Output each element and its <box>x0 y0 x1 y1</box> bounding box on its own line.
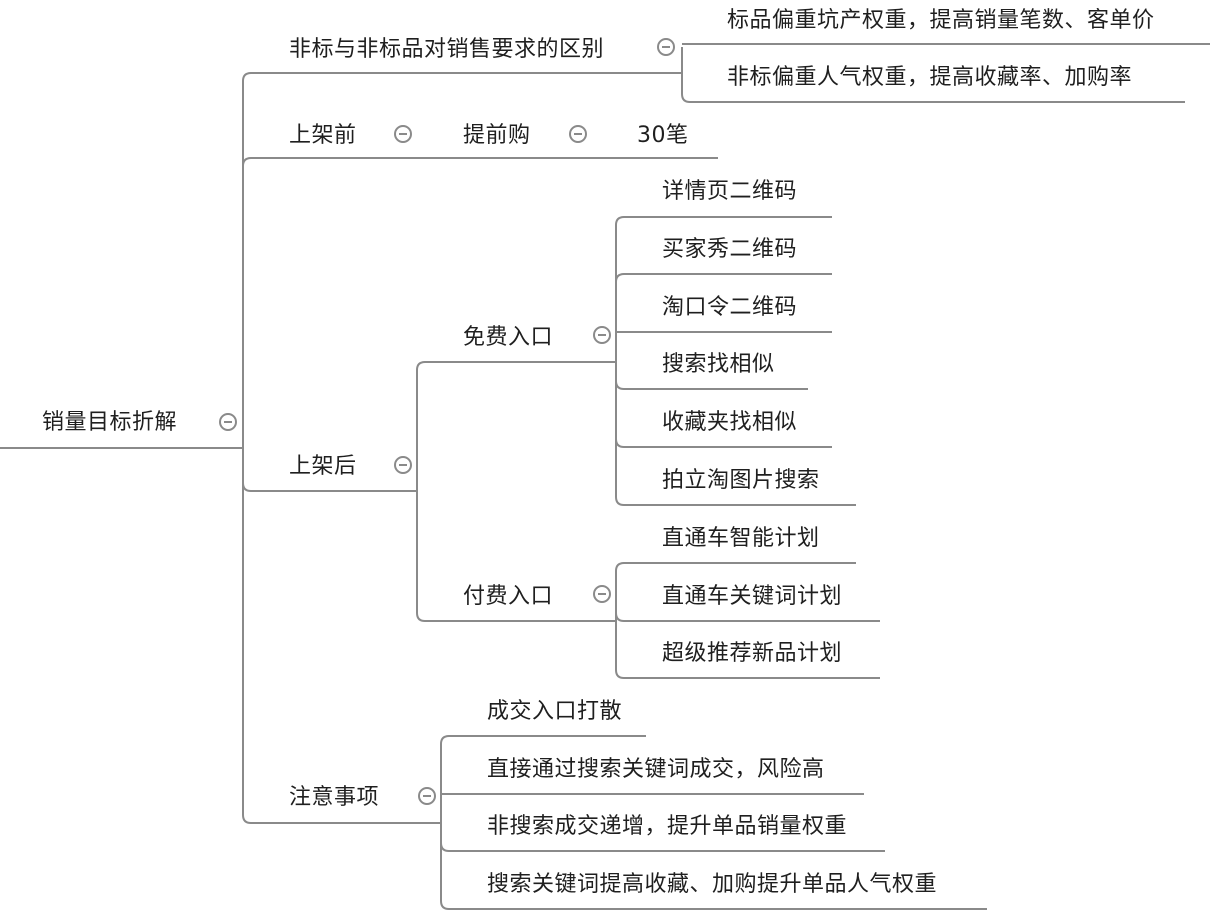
leaf-keyword-fav-cart[interactable]: 搜索关键词提高收藏、加购提升单品人气权重 <box>487 872 938 897</box>
branch-connector <box>440 796 987 910</box>
branch-connector <box>615 216 832 335</box>
node-presale-collapse-icon[interactable] <box>569 125 587 143</box>
leaf-nonstandard-weight[interactable]: 非标偏重人气权重，提高收藏率、加购率 <box>727 65 1133 90</box>
branch-after-listing[interactable]: 上架后 <box>289 454 357 479</box>
node-paid-entry[interactable]: 付费入口 <box>463 584 554 609</box>
branch-connector <box>242 72 682 448</box>
leaf-taokouling-qrcode[interactable]: 淘口令二维码 <box>662 295 798 320</box>
branch-connector <box>242 448 441 824</box>
branch-connector <box>440 735 646 796</box>
leaf-super-recommend-plan[interactable]: 超级推荐新品计划 <box>662 641 843 666</box>
leaf-direct-keyword-risk[interactable]: 直接通过搜索关键词成交，风险高 <box>487 757 825 782</box>
branch-before-collapse-icon[interactable] <box>394 125 412 143</box>
branch-notes[interactable]: 注意事项 <box>289 785 380 810</box>
root-node[interactable]: 销量目标折解 <box>42 410 178 435</box>
branch-connector <box>416 361 616 465</box>
leaf-nonsearch-increase[interactable]: 非搜索成交递增，提升单品销量权重 <box>487 814 848 839</box>
leaf-search-similar[interactable]: 搜索找相似 <box>662 352 775 377</box>
branch-connector <box>615 335 856 506</box>
branch-notes-collapse-icon[interactable] <box>418 787 436 805</box>
node-paid-collapse-icon[interactable] <box>593 585 611 603</box>
leaf-favorites-similar[interactable]: 收藏夹找相似 <box>662 410 798 435</box>
branch-connector <box>615 273 832 335</box>
node-presale[interactable]: 提前购 <box>463 123 531 148</box>
leaf-ztc-smart-plan[interactable]: 直通车智能计划 <box>662 526 820 551</box>
leaf-ztc-keyword-plan[interactable]: 直通车关键词计划 <box>662 584 843 609</box>
branch-connector <box>615 594 880 679</box>
branch-standard-collapse-icon[interactable] <box>657 38 675 56</box>
root-collapse-icon[interactable] <box>219 413 237 431</box>
leaf-30-orders[interactable]: 30笔 <box>637 123 689 148</box>
branch-connector <box>242 157 718 448</box>
leaf-detail-qrcode[interactable]: 详情页二维码 <box>662 179 798 204</box>
leaf-pailitao-search[interactable]: 拍立淘图片搜索 <box>662 468 820 493</box>
leaf-scatter-entries[interactable]: 成交入口打散 <box>487 699 623 724</box>
branch-connector <box>681 47 1185 103</box>
node-free-entry[interactable]: 免费入口 <box>463 325 554 350</box>
branch-before-listing[interactable]: 上架前 <box>289 123 357 148</box>
branch-standard-vs-nonstandard[interactable]: 非标与非标品对销售要求的区别 <box>289 37 605 62</box>
leaf-buyer-show-qrcode[interactable]: 买家秀二维码 <box>662 237 798 262</box>
leaf-standard-weight[interactable]: 标品偏重坑产权重，提高销量笔数、客单价 <box>727 8 1155 33</box>
branch-connector <box>615 562 856 594</box>
branch-connector <box>416 465 616 622</box>
branch-after-collapse-icon[interactable] <box>394 456 412 474</box>
node-free-collapse-icon[interactable] <box>593 326 611 344</box>
